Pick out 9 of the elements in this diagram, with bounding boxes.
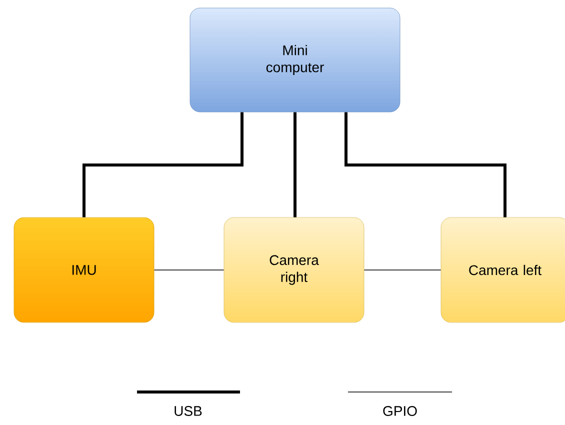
legend-label: USB (174, 406, 202, 416)
legend-label: GPIO (383, 406, 417, 416)
connector-line (82, 112, 244, 218)
connector-line (344, 112, 506, 218)
process-box: IMU (14, 217, 154, 323)
connector-line (294, 112, 296, 218)
process-box: Mini computer (190, 8, 400, 112)
process-box: Camera right (224, 217, 364, 323)
process-box: Camera left (440, 217, 565, 323)
